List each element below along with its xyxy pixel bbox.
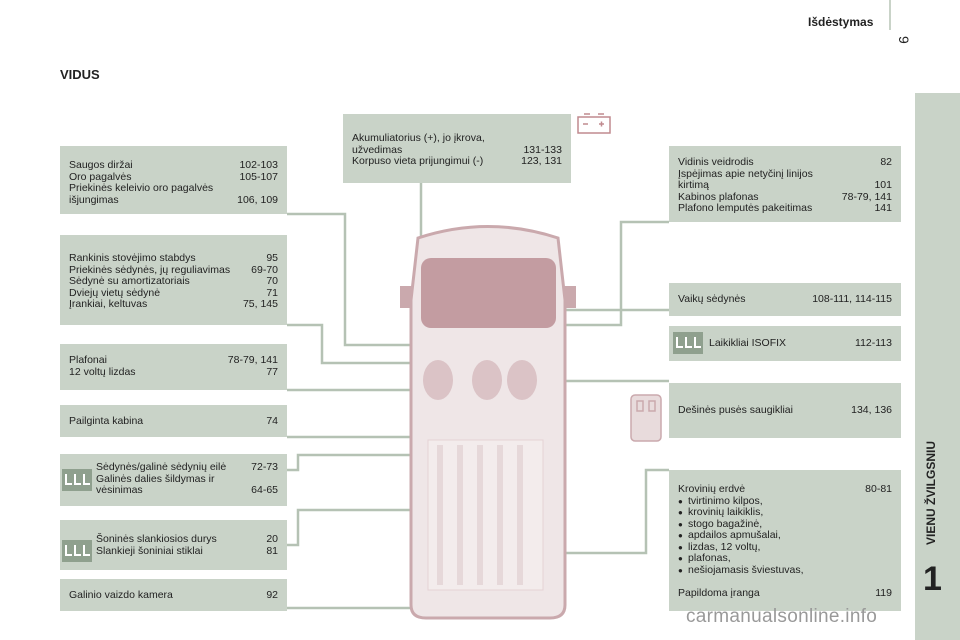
battery-box: Akumuliatorius (+), jo įkrova, užvedimas… (343, 114, 571, 183)
cargo-item: tvirtinimo kilpos, (678, 495, 892, 508)
isofix-seat-glyph (685, 337, 692, 348)
isofix-seat-glyph (74, 474, 81, 485)
cargo-item: plafonas, (678, 552, 892, 565)
connector-seatbelts (287, 212, 455, 347)
connector-cargo (492, 468, 669, 555)
header-divider (889, 0, 891, 30)
isofix-icon (62, 540, 92, 562)
isofix-icon (62, 469, 92, 491)
connector-handbrake (287, 323, 440, 365)
cargo-item: stogo bagažinė, (678, 518, 892, 531)
section-title: VIDUS (60, 67, 100, 82)
isofix-seat-glyph (694, 337, 701, 348)
cargo-item: apdailos apmušalai, (678, 529, 892, 542)
van-body-illustration (400, 225, 576, 620)
isofix-seat-glyph (65, 545, 72, 556)
cargo-item: krovinių laikiklis, (678, 506, 892, 519)
watermark: carmanualsonline.info (686, 606, 878, 627)
cargo-item: lizdas, 12 voltų, (678, 541, 892, 554)
isofix-seat-glyph (65, 474, 72, 485)
connector-side-doors (287, 508, 510, 547)
fuse-box-icon (630, 394, 662, 442)
header-title: Išdėstymas (808, 15, 874, 29)
isofix-seat-glyph (74, 545, 81, 556)
cargo-item: nešiojamasis šviestuvas, (678, 564, 892, 577)
chapter-side-tab (915, 93, 960, 640)
battery-icon (577, 113, 611, 134)
chapter-number: 1 (923, 560, 942, 598)
isofix-seat-glyph (676, 337, 683, 348)
isofix-seat-glyph (83, 474, 90, 485)
isofix-seat-glyph (83, 545, 90, 556)
isofix-icon (673, 332, 703, 354)
connector-rear-seats (287, 453, 520, 472)
